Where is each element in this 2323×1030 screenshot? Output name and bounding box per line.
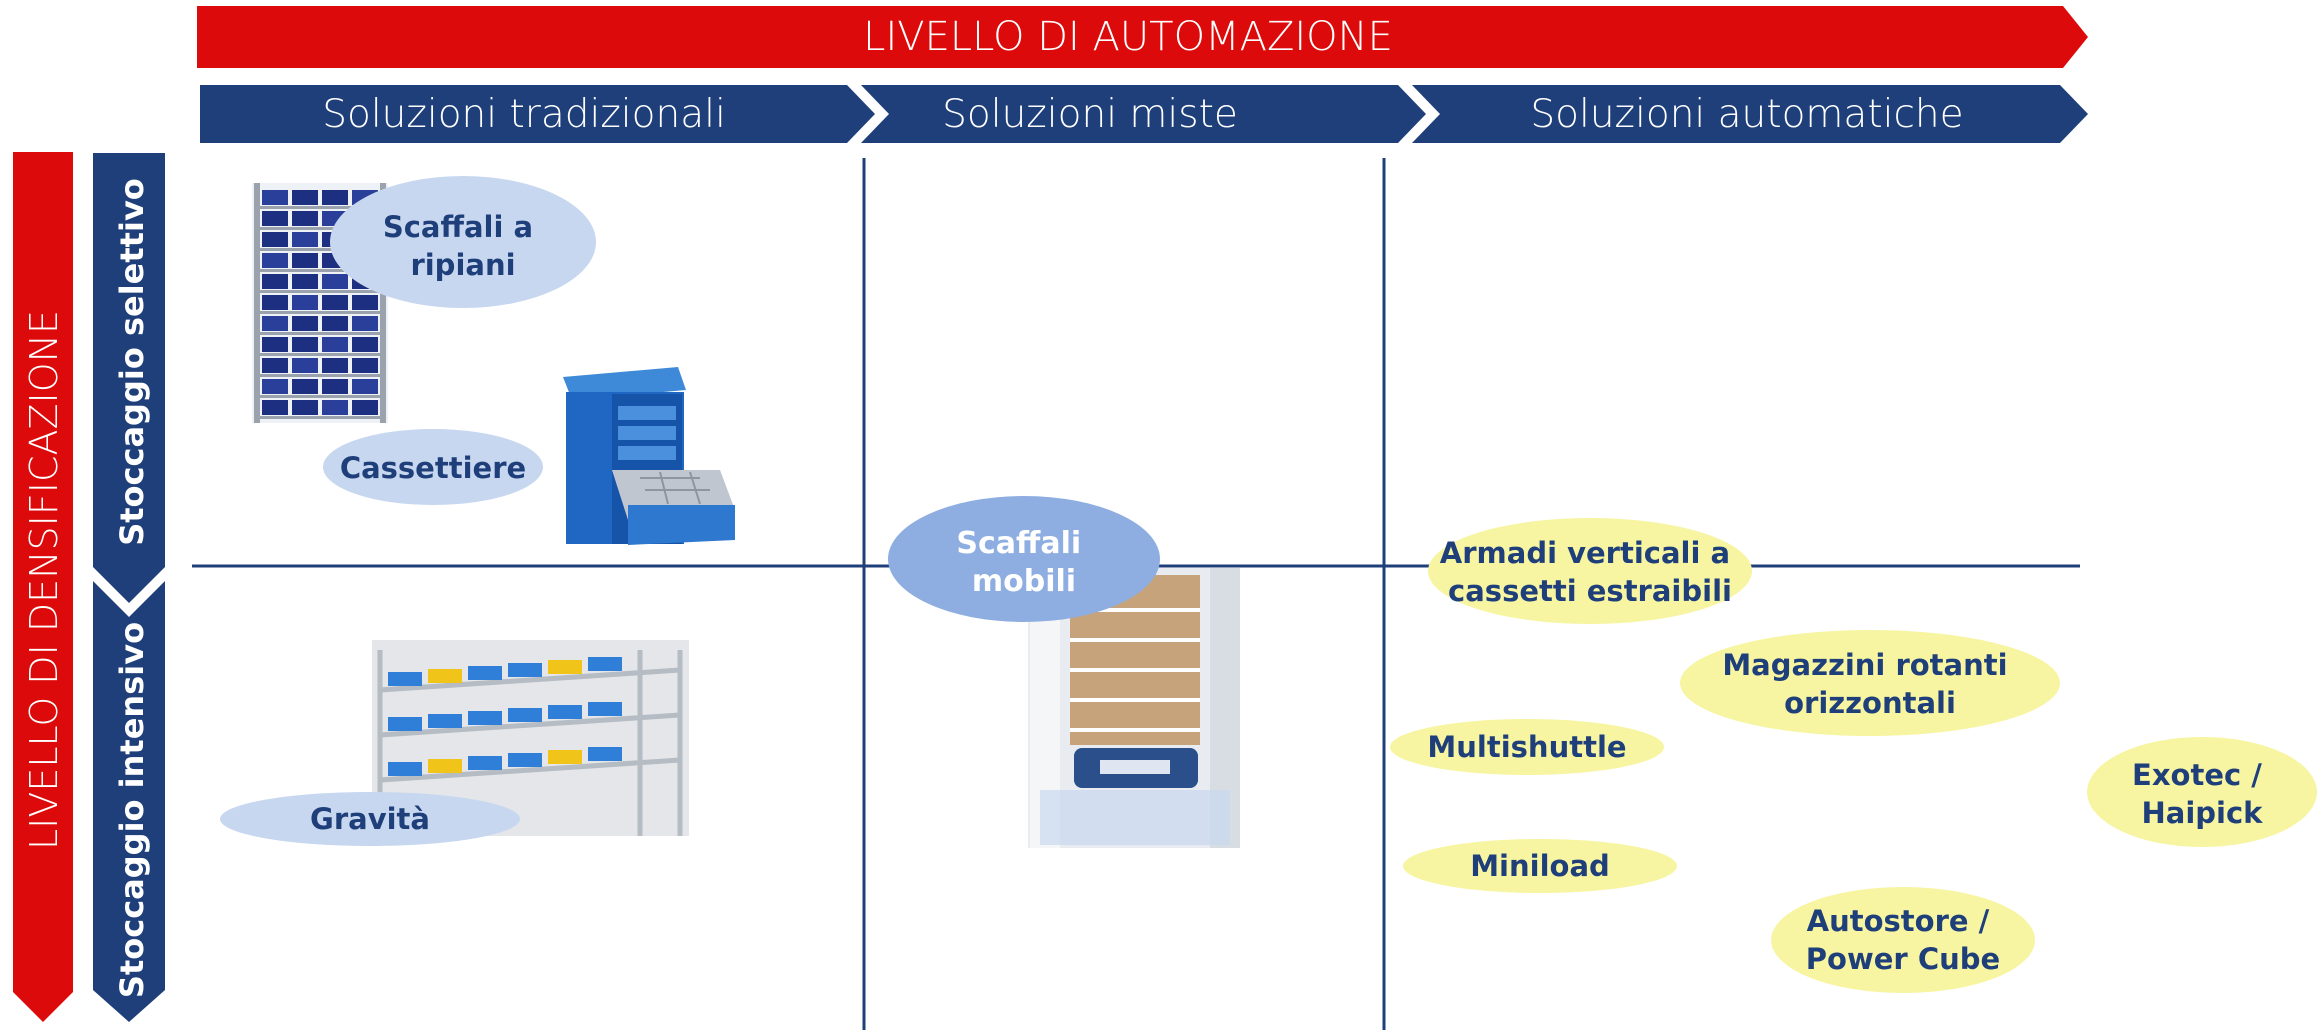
solution-ellipse <box>1680 630 2060 736</box>
column-headers: Soluzioni tradizionali Soluzioni miste S… <box>200 85 2088 143</box>
solution-ellipse <box>1428 518 1752 624</box>
row-headers: Stoccaggio selettivo Stoccaggio intensiv… <box>93 153 165 1022</box>
solution-label-line: orizzontali <box>1784 686 1956 720</box>
solution-miniload: Miniload <box>1403 839 1677 893</box>
solution-label-line: Miniload <box>1470 849 1610 883</box>
solution-ellipse <box>220 792 520 846</box>
solution-ellipse <box>1771 887 2035 993</box>
solution-label-line: mobili <box>972 564 1076 599</box>
solution-label-line: Haipick <box>2142 796 2264 830</box>
svg-text:Scaffali mobili: Scaffali mobili <box>956 526 1091 599</box>
automation-level-arrow: LIVELLO DI AUTOMAZIONE <box>197 6 2088 68</box>
solution-label-line: Magazzini rotanti <box>1722 648 2007 682</box>
solution-ellipse <box>1390 719 1664 775</box>
solution-label-line: Scaffali <box>956 526 1081 561</box>
solution-scaffali-mobili: Scaffali mobili <box>888 496 1160 622</box>
solution-armadi-verticali: Armadi verticali a cassetti estraibili <box>1428 518 1752 624</box>
row-header-intensive: Stoccaggio intensivo <box>113 622 151 998</box>
row-header-selective: Stoccaggio selettivo <box>113 178 151 546</box>
automation-level-title: LIVELLO DI AUTOMAZIONE <box>863 14 1393 60</box>
solution-label-line: Autostore / <box>1807 904 1990 938</box>
solution-autostore-power-cube: Autostore / Power Cube <box>1771 887 2035 993</box>
column-header-traditional-shape <box>200 85 875 143</box>
column-header-traditional: Soluzioni tradizionali <box>322 92 726 137</box>
solution-label-line: Cassettiere <box>340 451 526 485</box>
solution-label-line: Multishuttle <box>1427 730 1626 764</box>
solution-label-line: Gravità <box>310 802 430 836</box>
solution-label-line: Scaffali a <box>383 210 533 244</box>
solution-label-line: ripiani <box>410 248 515 282</box>
row-header-intensive-shape <box>93 581 165 1022</box>
solution-magazzini-rotanti: Magazzini rotanti orizzontali <box>1680 630 2060 736</box>
solution-label-line: Exotec / <box>2132 758 2262 792</box>
solution-label-line: cassetti estraibili <box>1448 574 1732 608</box>
densification-level-title: LIVELLO DI DENSIFICAZIONE <box>22 310 66 850</box>
svg-text:Autostore / Power Cube: Autostore / Power Cube <box>1806 904 2000 976</box>
solution-ellipse <box>888 496 1160 622</box>
solution-cassettiere: Cassettiere <box>323 429 543 505</box>
column-header-mixed-shape <box>861 85 1426 143</box>
svg-text:Armadi verticali a casse: Armadi verticali a cassetti estraibili <box>1440 536 1740 608</box>
solution-label-line: Power Cube <box>1806 942 2000 976</box>
column-header-automatic: Soluzioni automatiche <box>1530 92 1963 137</box>
svg-text:Magazzini rotanti orizzo: Magazzini rotanti orizzontali <box>1722 648 2017 720</box>
column-header-automatic-shape <box>1412 85 2088 143</box>
solution-ellipse <box>1403 839 1677 893</box>
densification-level-arrow: LIVELLO DI DENSIFICAZIONE <box>13 152 73 1022</box>
solution-ellipse <box>2087 737 2317 847</box>
solution-label-line: Armadi verticali a <box>1440 536 1730 570</box>
solution-scaffali-a-ripiani: Scaffali a ripiani <box>330 176 596 308</box>
solution-gravita: Gravità <box>220 792 520 846</box>
drawer-cabinet-photo <box>563 367 735 545</box>
solution-ellipse <box>330 176 596 308</box>
column-header-mixed: Soluzioni miste <box>942 92 1238 137</box>
solution-ellipse <box>323 429 543 505</box>
svg-text:Scaffali a ripiani: Scaffali a ripiani <box>383 210 543 282</box>
svg-text:Exotec / Haipick: Exotec / Haipick <box>2132 758 2272 830</box>
solution-multishuttle: Multishuttle <box>1390 719 1664 775</box>
solution-exotec-haipick: Exotec / Haipick <box>2087 737 2317 847</box>
row-header-selective-shape <box>93 153 165 603</box>
